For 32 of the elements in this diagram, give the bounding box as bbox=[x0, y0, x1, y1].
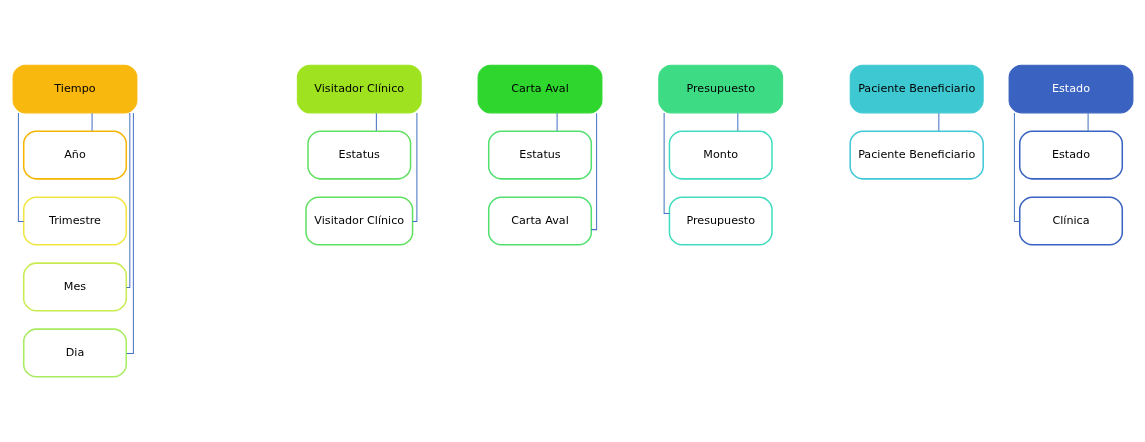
node-box: Estado bbox=[1018, 130, 1123, 180]
node-box: Año bbox=[22, 130, 127, 180]
node-box: Clínica bbox=[1018, 196, 1123, 246]
node-box: Presupuesto bbox=[668, 196, 773, 246]
connector bbox=[375, 112, 377, 132]
node-box: Visitador Clínico bbox=[296, 64, 422, 114]
node-box: Dia bbox=[22, 328, 127, 378]
connector bbox=[125, 112, 134, 354]
node-box: Paciente Beneficiario bbox=[848, 130, 984, 180]
connector bbox=[663, 112, 670, 214]
connector bbox=[125, 112, 130, 288]
connector bbox=[937, 112, 939, 132]
node-box: Paciente Beneficiario bbox=[849, 64, 984, 114]
connector bbox=[556, 112, 558, 132]
connector bbox=[1087, 112, 1089, 132]
node-box: Tiempo bbox=[12, 64, 137, 114]
node-box: Monto bbox=[668, 130, 773, 180]
connector bbox=[736, 112, 738, 132]
node-box: Carta Aval bbox=[487, 196, 592, 246]
connector bbox=[91, 112, 93, 132]
connector bbox=[411, 112, 417, 222]
node-box: Visitador Clínico bbox=[304, 196, 413, 246]
node-box: Estatus bbox=[487, 130, 592, 180]
node-box: Carta Aval bbox=[477, 64, 602, 114]
connector bbox=[17, 112, 24, 222]
node-box: Trimestre bbox=[22, 196, 127, 246]
connector bbox=[1013, 112, 1020, 222]
connector bbox=[590, 112, 597, 231]
node-box: Estado bbox=[1008, 64, 1133, 114]
node-box: Estatus bbox=[306, 130, 411, 180]
node-box: Presupuesto bbox=[657, 64, 783, 114]
node-box: Mes bbox=[22, 262, 127, 312]
